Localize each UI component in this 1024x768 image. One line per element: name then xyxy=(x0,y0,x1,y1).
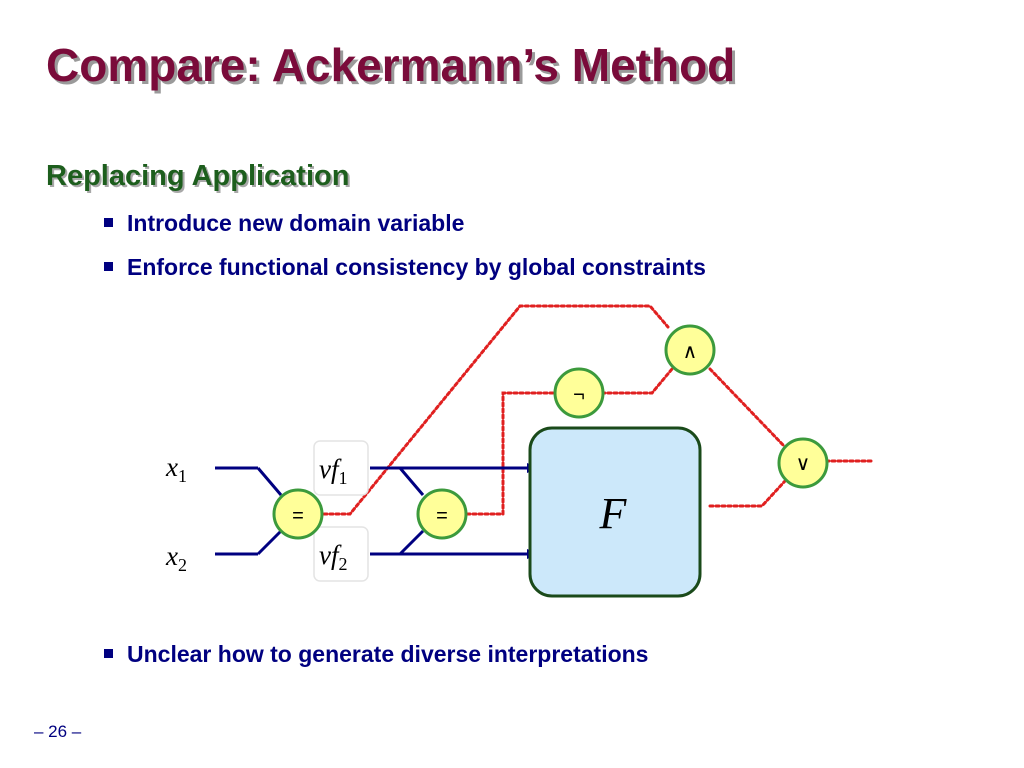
section-heading: Replacing Application xyxy=(46,160,350,192)
vf1-box xyxy=(313,440,369,496)
vf2-box xyxy=(313,526,369,582)
bullet-square-icon xyxy=(104,649,113,659)
constraint-wire-and-to-or xyxy=(708,367,787,449)
bullet-square-icon xyxy=(104,218,113,228)
not-gate-label: ¬ xyxy=(573,384,585,406)
vf2-label: vf2 xyxy=(319,540,348,574)
not-gate xyxy=(553,367,605,419)
and-gate xyxy=(664,324,716,376)
wire-vf1-to-eq xyxy=(398,467,425,496)
slide-title: Compare: Ackermann’s Method xyxy=(46,39,736,91)
eq-gate-1 xyxy=(272,488,324,540)
wire-x1-to-eq xyxy=(256,467,283,496)
bullet-item: Unclear how to generate diverse interpre… xyxy=(104,641,648,668)
constraint-wire-f-to-or xyxy=(708,479,787,508)
vf1-label: vf1 xyxy=(319,454,348,488)
or-gate xyxy=(777,437,829,489)
and-gate-label: ∧ xyxy=(683,341,698,363)
or-gate-label: ∨ xyxy=(796,453,811,475)
constraint-wire-not-to-and xyxy=(600,367,674,395)
bullet-item: Introduce new domain variable xyxy=(104,210,464,237)
eq-gate-1-label: = xyxy=(292,505,304,527)
bullet-text: Introduce new domain variable xyxy=(127,210,465,236)
function-label: F xyxy=(599,489,628,538)
x2-label: x2 xyxy=(165,541,187,575)
bullet-text: Unclear how to generate diverse interpre… xyxy=(127,641,649,667)
eq-gate-2-label: = xyxy=(436,505,448,527)
constraint-wire-eq2-to-not xyxy=(459,391,558,516)
function-block xyxy=(528,426,702,598)
eq-gate-2 xyxy=(416,488,468,540)
bullet-square-icon xyxy=(104,262,113,272)
wire-x2-to-eq xyxy=(256,529,283,556)
bullet-item: Enforce functional consistency by global… xyxy=(104,254,706,281)
x1-label: x1 xyxy=(165,452,187,486)
bullet-text: Enforce functional consistency by global… xyxy=(127,254,706,280)
wire-vf2-to-eq xyxy=(398,529,425,556)
page-number: – 26 – xyxy=(34,722,82,741)
constraint-wire-eq1-to-and xyxy=(322,304,670,516)
